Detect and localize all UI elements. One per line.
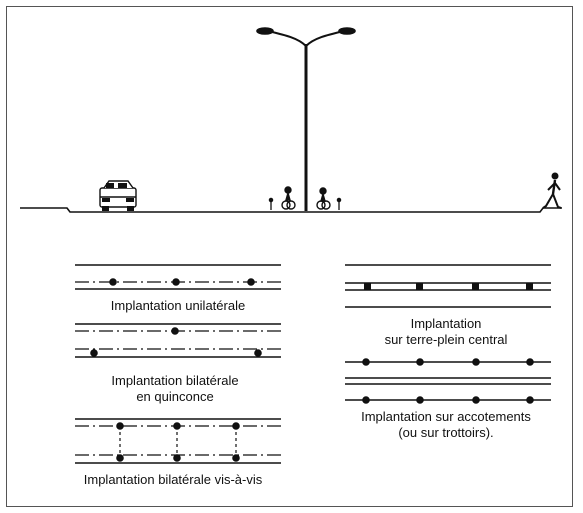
- pedestrian-icon: [542, 172, 562, 209]
- caption-quincunx-line2: en quinconce: [136, 389, 213, 404]
- car-icon: [99, 180, 137, 211]
- road-elevation: [20, 27, 562, 213]
- bicycle-figure-left: [281, 186, 296, 210]
- plan-central-median: [345, 264, 551, 308]
- caption-vis-a-vis: Implantation bilatérale vis-à-vis: [84, 472, 263, 487]
- caption-median-line2: sur terre-plein central: [385, 332, 508, 347]
- bollard-icon: [268, 197, 342, 210]
- plan-shoulders: [345, 358, 551, 404]
- caption-shoulder-line1: Implantation sur accotements: [361, 409, 531, 424]
- plan-unilateral: [75, 264, 281, 290]
- plan-bilateral-quincunx: [75, 323, 281, 358]
- street-lamp-icon: [256, 27, 356, 211]
- bicycle-figure-right: [316, 187, 331, 210]
- caption-median-line1: Implantation: [411, 316, 482, 331]
- caption-quincunx-line1: Implantation bilatérale: [111, 373, 238, 388]
- ground-line: [20, 207, 562, 213]
- plan-bilateral-vis-a-vis: [75, 418, 281, 464]
- caption-unilateral: Implantation unilatérale: [111, 298, 245, 313]
- caption-shoulder-line2: (ou sur trottoirs).: [398, 425, 493, 440]
- figure-frame: [6, 6, 573, 507]
